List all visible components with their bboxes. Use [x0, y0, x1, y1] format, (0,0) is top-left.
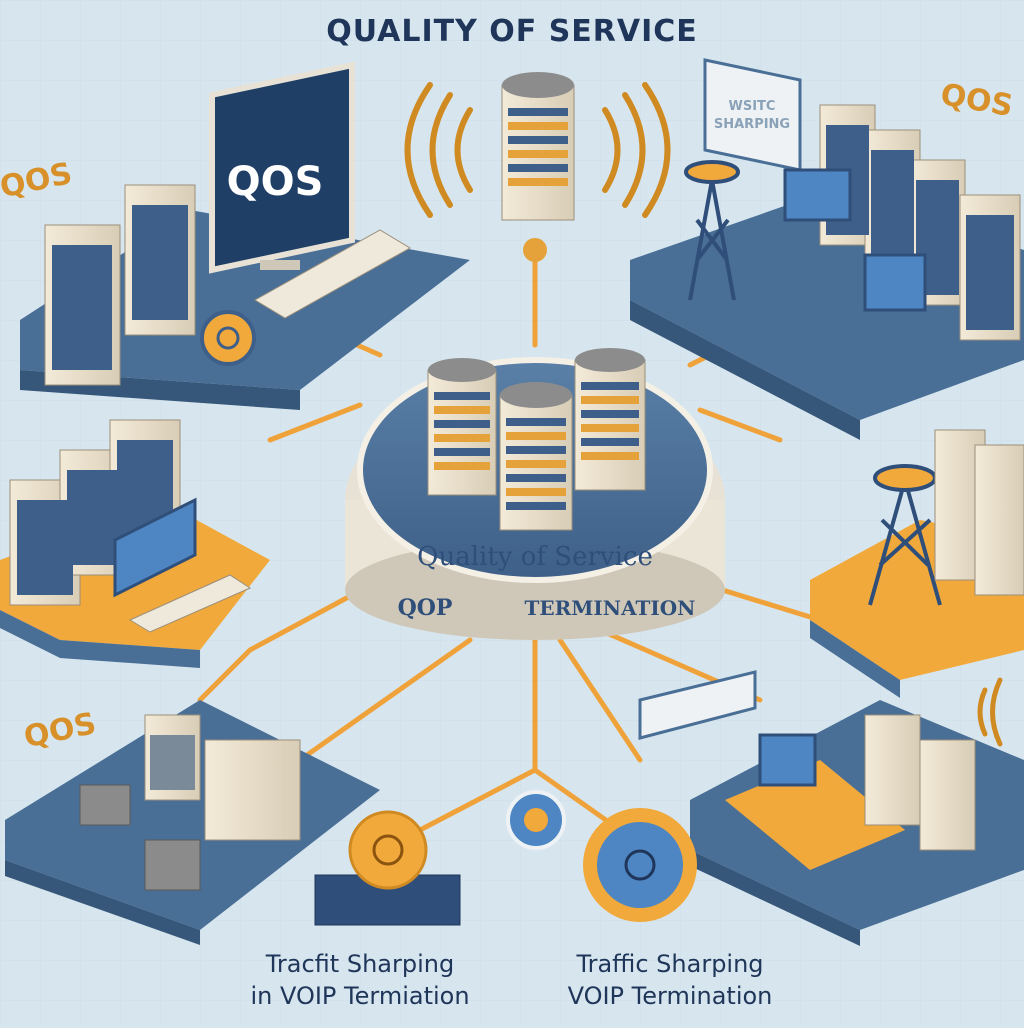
router-bottom-left	[79, 784, 201, 891]
monitor-top-right	[783, 168, 927, 312]
sign-top-right	[703, 58, 802, 172]
link-node-top	[523, 238, 547, 262]
voip-device-icon	[314, 810, 461, 926]
top-server	[501, 72, 575, 221]
voip-disk-icon	[583, 808, 697, 922]
caption-right: Traffic Sharping VOIP Termination	[520, 948, 820, 1012]
sign-line-1: WSITC	[729, 99, 776, 114]
hub-server-center	[499, 382, 573, 531]
sign-line-2: SHARPING	[714, 117, 790, 132]
monitor-mid-left	[113, 497, 252, 633]
monitor-label: QOS	[227, 159, 324, 205]
server-rack-top-left-1	[44, 224, 121, 386]
network-links	[197, 242, 823, 833]
page-title: QUALITY OF SERVICE	[326, 14, 698, 49]
qos-coin-icon	[200, 310, 256, 366]
sign-bottom-right	[638, 670, 757, 740]
signal-waves-bottom-right-icon	[977, 677, 1003, 747]
hub-ring-left-label: QOP	[398, 595, 453, 621]
qos-monitor	[209, 61, 355, 274]
hub-server-right	[574, 348, 646, 491]
hub-label: Quality of Service	[417, 542, 653, 572]
caption-left-line-1: Tracfit Sharping	[265, 950, 455, 978]
server-rack-mid-right	[934, 429, 1024, 596]
caption-right-line-1: Traffic Sharping	[576, 950, 764, 978]
keyboard	[254, 229, 411, 319]
desk-bottom-right	[725, 714, 976, 870]
caption-right-line-2: VOIP Termination	[567, 982, 773, 1010]
radio-tower-mid-right-icon	[868, 464, 942, 606]
hub-server-left	[427, 358, 497, 496]
signal-waves-left-icon	[404, 82, 473, 218]
hub-ring-right-label: TERMINATION	[525, 596, 696, 620]
radio-tower-icon	[684, 160, 740, 301]
server-bottom-left	[144, 714, 301, 841]
server-rack-top-left-2	[124, 184, 196, 336]
signal-waves-right-icon	[602, 82, 671, 218]
caption-left: Tracfit Sharping in VOIP Termiation	[210, 948, 510, 1012]
target-icon	[506, 790, 566, 850]
caption-left-line-2: in VOIP Termiation	[250, 982, 470, 1010]
